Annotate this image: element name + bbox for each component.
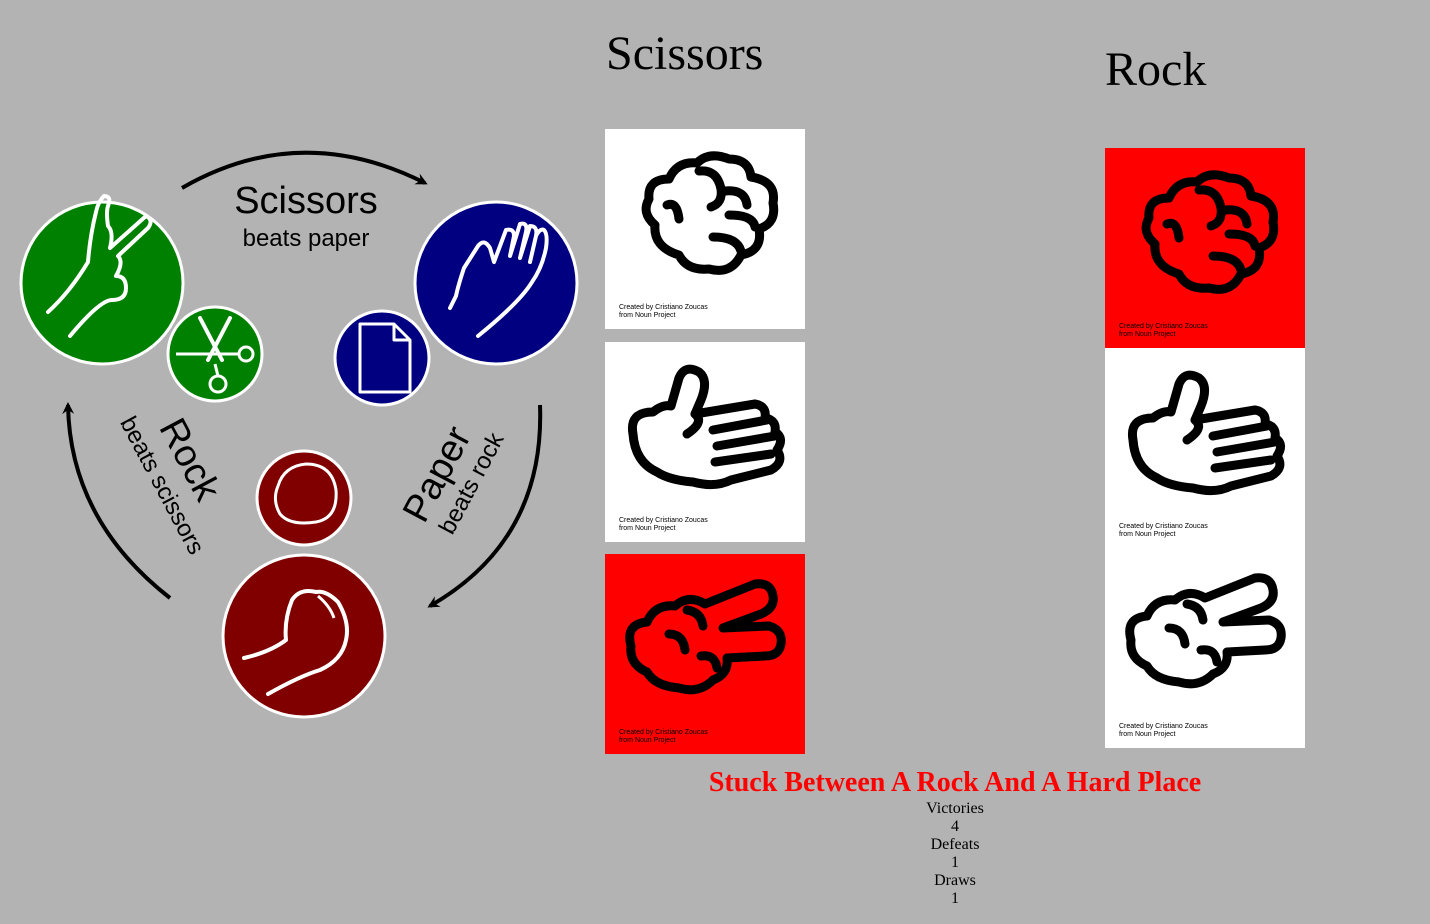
victories-count: 4 <box>951 818 959 835</box>
rules-diagram: Scissors beats paper Rock beats scissors… <box>19 150 579 719</box>
scissors-hand-icon <box>625 579 786 695</box>
defeats-label: Defeats <box>930 836 980 853</box>
credit-line: Created by Cristiano Zoucas <box>1119 723 1208 730</box>
rock-fist-icon <box>221 553 387 719</box>
credit-line: Created by Cristiano Zoucas <box>619 729 708 736</box>
draws-count: 1 <box>951 890 959 907</box>
draws-label: Draws <box>934 872 976 889</box>
paper-hand-icon <box>627 364 785 490</box>
credit-line: from Noun Project <box>619 737 676 744</box>
scissors-tool-icon <box>166 305 264 403</box>
paper-hand-icon <box>1127 370 1285 496</box>
credit-line: Created by Cristiano Zoucas <box>1119 323 1208 330</box>
result-message: Stuck Between A Rock And A Hard Place <box>708 767 1202 798</box>
arrow-paper-to-rock <box>427 404 543 608</box>
arrow-rock-to-scissors <box>62 402 172 600</box>
credit-line: from Noun Project <box>619 525 676 532</box>
paper-hand-icon <box>413 200 579 366</box>
computer-choice-title: Rock <box>1105 43 1207 96</box>
player-choice-title: Scissors <box>606 27 764 80</box>
paper-sheet-icon <box>333 309 431 407</box>
arrow-scissors-to-paper <box>181 150 428 190</box>
scissors-rule-sub: beats paper <box>243 225 370 252</box>
defeats-count: 1 <box>951 854 959 871</box>
credit-line: Created by Cristiano Zoucas <box>619 517 708 524</box>
credit-line: Created by Cristiano Zoucas <box>1119 523 1208 530</box>
rock-stone-icon <box>255 449 353 547</box>
credit-line: from Noun Project <box>1119 531 1176 538</box>
victories-label: Victories <box>926 800 984 817</box>
credit-line: from Noun Project <box>1119 731 1176 738</box>
credit-line: from Noun Project <box>619 312 676 319</box>
scissors-hand-icon <box>1125 573 1286 689</box>
scissors-hand-icon <box>19 194 185 366</box>
rock-fist-icon <box>641 151 779 275</box>
credit-line: from Noun Project <box>1119 331 1176 338</box>
scissors-rule-title: Scissors <box>234 180 378 222</box>
credit-line: Created by Cristiano Zoucas <box>619 304 708 311</box>
rock-fist-icon <box>1141 170 1279 294</box>
